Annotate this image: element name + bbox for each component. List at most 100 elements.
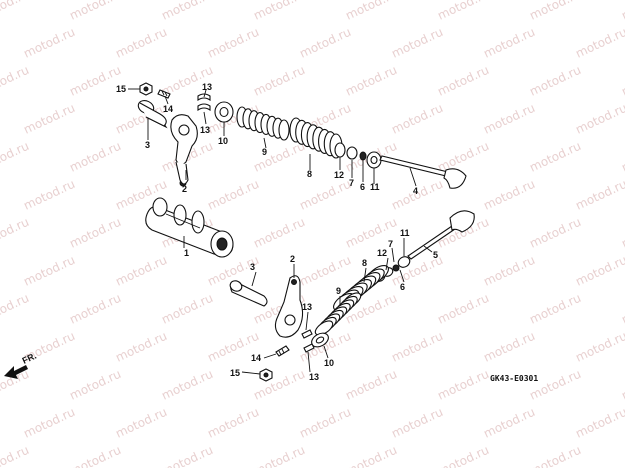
watermark-text: motod.ru bbox=[435, 367, 491, 403]
watermark-text: motod.ru bbox=[573, 101, 625, 137]
callout-exhaust-valve: 4 bbox=[413, 186, 418, 196]
watermark-text: motod.ru bbox=[297, 177, 353, 213]
watermark-text: motod.ru bbox=[435, 443, 491, 468]
watermark-text: motod.ru bbox=[113, 405, 169, 441]
watermark-text: motod.ru bbox=[21, 177, 77, 213]
leader-lines bbox=[128, 88, 433, 375]
inner-valve-spring-upper bbox=[236, 106, 290, 141]
callout-camshaft: 1 bbox=[184, 248, 189, 258]
watermark-text: motod.ru bbox=[0, 291, 31, 327]
watermark-text: motod.ru bbox=[67, 367, 123, 403]
watermark-text: motod.ru bbox=[205, 25, 261, 61]
watermark-text: motod.ru bbox=[0, 63, 31, 99]
callout-seat-6-upper: 6 bbox=[360, 182, 365, 192]
watermark-text: motod.ru bbox=[113, 329, 169, 365]
valve-cotters-lower bbox=[301, 329, 315, 353]
spring-retainer-lower bbox=[311, 332, 329, 348]
callout-inner-spring-upper: 9 bbox=[262, 147, 267, 157]
watermark-text: motod.ru bbox=[619, 367, 625, 403]
watermark-text: motod.ru bbox=[389, 25, 445, 61]
callout-cotter-13-d: 13 bbox=[309, 372, 319, 382]
watermark-text: motod.ru bbox=[67, 63, 123, 99]
callout-nut-15-upper: 15 bbox=[116, 84, 126, 94]
callout-screw-14-upper: 14 bbox=[163, 104, 173, 114]
watermark-text: motod.ru bbox=[527, 291, 583, 327]
watermark-text: motod.ru bbox=[573, 253, 625, 289]
watermark-text: motod.ru bbox=[251, 215, 307, 251]
watermark-text: motod.ru bbox=[159, 443, 215, 468]
watermark-text: motod.ru bbox=[0, 139, 31, 175]
watermark-text: motod.ru bbox=[0, 0, 31, 23]
locknut-upper bbox=[139, 82, 153, 96]
callout-cotter-13-b: 13 bbox=[200, 125, 210, 135]
locknut-lower bbox=[259, 368, 273, 382]
watermark-text: motod.ru bbox=[21, 101, 77, 137]
callout-seat-11-upper: 11 bbox=[370, 182, 380, 192]
watermark-text: motod.ru bbox=[251, 0, 307, 23]
valve-cotters-upper bbox=[197, 93, 211, 112]
watermark-text: motod.ru bbox=[343, 367, 399, 403]
watermark-text: motod.ru bbox=[619, 215, 625, 251]
watermark-text: motod.ru bbox=[21, 253, 77, 289]
watermark-text: motod.ru bbox=[481, 25, 537, 61]
outer-valve-spring-upper bbox=[289, 117, 343, 159]
watermark-text: motod.ru bbox=[389, 101, 445, 137]
callout-inner-spring-lower: 9 bbox=[336, 286, 341, 296]
watermark-text: motod.ru bbox=[297, 25, 353, 61]
spring-coil bbox=[314, 320, 334, 336]
watermark-text: motod.ru bbox=[67, 291, 123, 327]
callout-rocker-arm-upper: 2 bbox=[182, 184, 187, 194]
callout-intake-valve: 5 bbox=[433, 250, 438, 260]
exhaust-valve bbox=[379, 155, 467, 189]
callout-cotter-13-c: 13 bbox=[302, 302, 312, 312]
watermark-text: motod.ru bbox=[343, 0, 399, 23]
diagram-reference-code: GK43-E0301 bbox=[490, 374, 538, 383]
spring-seat-upper bbox=[334, 142, 382, 169]
callout-labels: 1 2 2 3 3 4 5 6 6 7 7 8 8 9 9 10 10 11 1… bbox=[116, 82, 438, 382]
callout-rocker-arm-lower: 2 bbox=[290, 254, 295, 264]
rocker-arm-shaft-lower bbox=[229, 280, 268, 307]
watermark-text: motod.ru bbox=[573, 405, 625, 441]
callout-outer-spring-lower: 8 bbox=[362, 258, 367, 268]
watermark-text: motod.ru bbox=[435, 291, 491, 327]
watermark-text: motod.ru bbox=[297, 253, 353, 289]
watermark-text: motod.ru bbox=[619, 63, 625, 99]
watermark-text: motod.ru bbox=[205, 177, 261, 213]
intake-valve bbox=[407, 210, 475, 260]
callout-cotter-13-a: 13 bbox=[202, 82, 212, 92]
watermark-text: motod.ru bbox=[159, 0, 215, 23]
watermark-text: motod.ru bbox=[481, 177, 537, 213]
watermark-text: motod.ru bbox=[0, 443, 31, 468]
adjusting-screw-lower bbox=[275, 345, 290, 357]
callout-retainer-upper: 10 bbox=[218, 136, 228, 146]
callout-seat-12-lower: 12 bbox=[377, 248, 387, 258]
callout-seat-6-lower: 6 bbox=[400, 282, 405, 292]
watermark-text: motod.ru bbox=[619, 139, 625, 175]
watermark-text: motod.ru bbox=[0, 215, 31, 251]
watermark-text: motod.ru bbox=[527, 63, 583, 99]
watermark-text: motod.ru bbox=[435, 139, 491, 175]
watermark-text: motod.ru bbox=[527, 367, 583, 403]
watermark-text: motod.ru bbox=[251, 63, 307, 99]
adjusting-screw-upper bbox=[157, 89, 171, 99]
watermark-text: motod.ru bbox=[251, 443, 307, 468]
rocker-arm-lower bbox=[274, 275, 304, 338]
watermark-text: motod.ru bbox=[619, 443, 625, 468]
watermark-text: motod.ru bbox=[389, 329, 445, 365]
rocker-arm-upper bbox=[170, 114, 198, 187]
watermark-text: motod.ru bbox=[67, 0, 123, 23]
watermark-text: motod.ru bbox=[573, 25, 625, 61]
watermark-text: motod.ru bbox=[481, 253, 537, 289]
watermark-text: motod.ru bbox=[21, 25, 77, 61]
callout-screw-14-lower: 14 bbox=[251, 353, 261, 363]
watermark-text: motod.ru bbox=[527, 0, 583, 23]
callout-shaft-upper: 3 bbox=[145, 140, 150, 150]
watermark-text: motod.ru bbox=[67, 139, 123, 175]
watermark-text: motod.ru bbox=[159, 291, 215, 327]
watermark-text: motod.ru bbox=[573, 329, 625, 365]
watermark-text: motod.ru bbox=[527, 139, 583, 175]
watermark-text: motod.ru bbox=[343, 443, 399, 468]
